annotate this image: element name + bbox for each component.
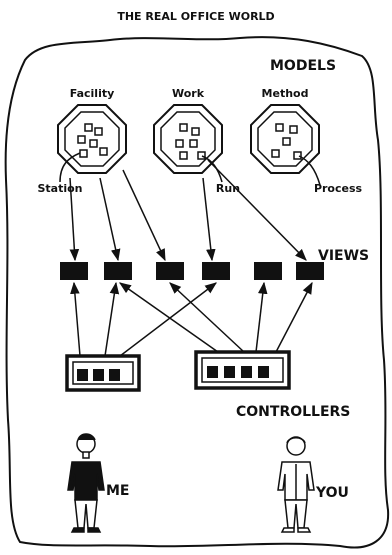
sublabel-run: Run [216,182,240,195]
station-pointer [59,152,81,183]
model-work [153,104,223,174]
run-pointer [201,155,223,183]
view-box [60,262,88,280]
model-label-work: Work [172,87,205,100]
model-label-facility: Facility [70,87,115,100]
person-you-figure [277,436,315,533]
controller-view-arrows [70,281,313,357]
view-box [296,262,324,280]
office-world-boundary [4,36,390,549]
view-box [104,262,132,280]
models-label: MODELS [270,58,336,74]
views-label: VIEWS [318,248,369,264]
view-box [254,262,282,280]
model-method [250,104,320,174]
sublabel-station: Station [37,182,82,195]
controller-right [194,350,291,390]
process-pointer [298,155,321,186]
controller-left [65,354,141,392]
view-boxes [60,262,324,280]
person-you-label: YOU [315,485,349,501]
model-facility [57,104,127,174]
view-box [202,262,230,280]
diagram-title: THE REAL OFFICE WORLD [117,10,274,23]
person-me-figure [67,433,105,533]
model-label-method: Method [262,87,309,100]
view-box [156,262,184,280]
model-view-arrows [69,159,307,262]
controllers-label: CONTROLLERS [236,404,350,420]
sublabel-process: Process [314,182,363,195]
person-me-label: ME [106,483,130,499]
